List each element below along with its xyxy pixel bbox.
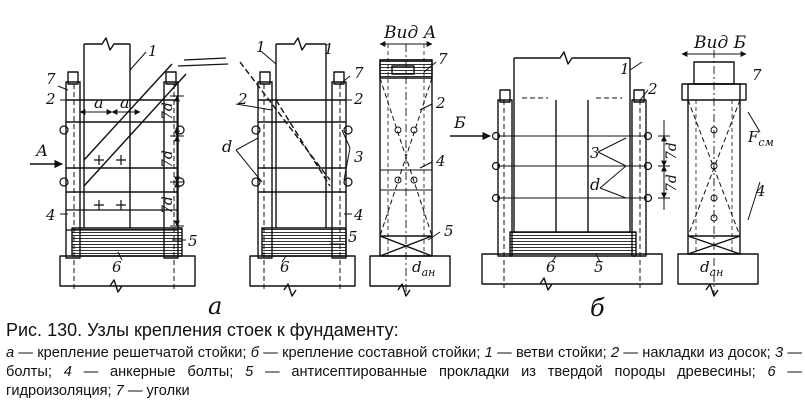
force-f-cm: Fсм [747,128,774,149]
foundation-a-left [59,255,196,287]
angle-cleat-a-right [165,71,177,85]
num-6-a-right: 6 [280,258,290,276]
num-1-a-left: 1 [148,42,158,60]
technical-drawing: Вид А Вид Б а б А Б a a d d 7d 7d 7d 7d … [30,23,774,320]
angle-cleat-a-left [67,71,79,85]
dimension-7d-a [170,82,184,256]
dim-d-an-view-b: dан [700,258,723,279]
gasket-b [509,231,637,257]
gasket-a-left [71,227,183,257]
num-1-b: 1 [620,60,630,78]
dim-7d-2: 7d [160,150,176,168]
legend-item: 3 — болты; [6,345,803,380]
num-7-view-a: 7 [438,50,448,68]
figure-legend: а — крепление решетчатой стойки; б — кре… [6,344,802,401]
panel-b-letter: б [590,294,605,320]
arrow-a-label: А [35,141,48,160]
num-3-b: 3 [590,144,600,162]
gasket-a-right [261,227,347,257]
plate-b-left [497,99,513,257]
plate-a-left-outer [65,81,81,259]
view-a-title: Вид А [383,23,437,43]
dim-d-an-view-a: dан [412,258,435,279]
view-b [677,50,761,297]
panel-a-letter: а [208,292,222,320]
num-5-view-a: 5 [444,222,454,240]
num-2-a-left: 2 [45,90,56,108]
panel-a-left-node [59,37,196,293]
num-3-a-right: 3 [354,148,364,166]
legend-item: 7 — уголки [115,383,190,399]
num-4-a-right: 4 [353,206,364,224]
legend-item: 6 — гидроизоляция; [6,364,802,399]
num-5-b: 5 [594,258,604,276]
num-6-b: 6 [546,258,556,276]
num-2-a-right-inner: 2 [237,90,248,108]
num-2-a-right: 2 [353,90,364,108]
plate-a-right-outer [257,81,273,259]
num-1-a-right: 1 [256,38,266,56]
num-7-a-left: 7 [46,70,56,88]
plate-b-right [631,99,647,257]
view-a [369,41,451,297]
figure-caption: Рис. 130. Узлы крепления стоек к фундаме… [6,318,802,401]
dim-7d-5: 7d [664,174,680,192]
num-7-a-right: 7 [354,64,364,82]
dim-d-a: d [222,137,232,156]
num-1-a-right-2: 1 [324,40,334,58]
panel-b-node [481,51,663,291]
num-4-view-a: 4 [435,152,446,170]
diagonal-strut-a [177,57,229,67]
num-4-view-b: 4 [755,182,766,200]
foundation-view-a [369,255,451,287]
num-7-view-b: 7 [752,66,762,84]
foundation-b [481,253,663,285]
dim-7d-1: 7d [160,102,176,120]
dim-d-b: d [590,175,600,194]
dim-7d-3: 7d [160,196,176,214]
num-5-a-left: 5 [188,232,198,250]
legend-item: 1 — ветви стойки; [484,345,607,361]
column-branch-a-left [83,37,131,228]
legend-item: 2 — накладки из досок; [611,345,771,361]
legend-item: а — крепление решетчатой стойки; [6,345,247,361]
num-6-a-left: 6 [112,258,122,276]
dim-a-1: a [94,93,104,112]
figure-title: Рис. 130. Узлы крепления стоек к фундаме… [6,320,399,340]
view-b-title: Вид Б [693,33,747,53]
dim-7d-4: 7d [664,142,680,160]
panel-a-right-node [239,37,356,297]
dim-a-2: a [120,93,130,112]
num-2-view-a: 2 [435,94,446,112]
foundation-a-right [249,255,356,287]
num-2-b: 2 [647,80,658,98]
legend-item: 4 — анкерные болты; [63,364,234,380]
num-4-a-left: 4 [45,206,56,224]
arrow-b-label: Б [453,113,466,132]
num-5-a-right: 5 [348,228,358,246]
legend-item: б — крепление составной стойки; [250,345,481,361]
legend-item: 5 — антисептированные прокладки из тверд… [245,364,756,380]
